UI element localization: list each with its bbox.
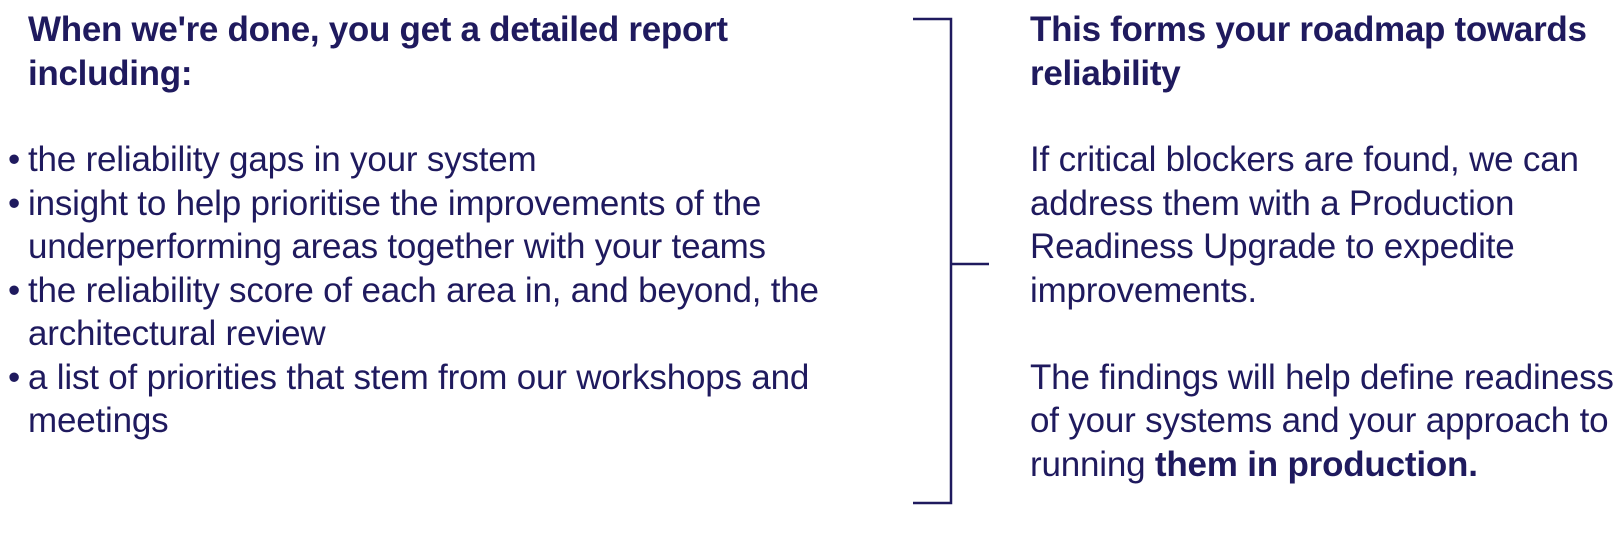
- list-item: •a list of priorities that stem from our…: [8, 356, 878, 443]
- bracket-frame: [913, 17, 953, 505]
- bullet-icon: •: [8, 270, 21, 310]
- findings-emphasis: them in production.: [1154, 444, 1478, 484]
- list-item-text: the reliability score of each area in, a…: [28, 270, 819, 354]
- list-item: •insight to help prioritise the improvem…: [8, 182, 878, 269]
- report-heading: When we're done, you get a detailed repo…: [28, 10, 728, 93]
- bullet-icon: •: [8, 140, 21, 179]
- roadmap-section: This forms your roadmap towards reliabil…: [1030, 8, 1616, 486]
- bullet-icon: •: [8, 183, 21, 223]
- bullet-icon: •: [8, 357, 21, 397]
- list-item-text: the reliability gaps in your system: [28, 140, 537, 179]
- list-item: •the reliability score of each area in, …: [8, 269, 878, 356]
- list-item: •the reliability gaps in your system: [8, 138, 878, 182]
- report-contents-section: When we're done, you get a detailed repo…: [8, 8, 878, 443]
- list-item-text: a list of priorities that stem from our …: [28, 357, 810, 441]
- report-items-list: •the reliability gaps in your system •in…: [8, 138, 878, 443]
- findings-text: The findings will help define readiness …: [1030, 357, 1614, 484]
- blockers-paragraph: If critical blockers are found, we can a…: [1030, 140, 1579, 310]
- roadmap-heading: This forms your roadmap towards reliabil…: [1030, 10, 1587, 93]
- findings-paragraph: The findings will help define readiness …: [1030, 356, 1616, 487]
- list-item-text: insight to help prioritise the improveme…: [28, 183, 766, 267]
